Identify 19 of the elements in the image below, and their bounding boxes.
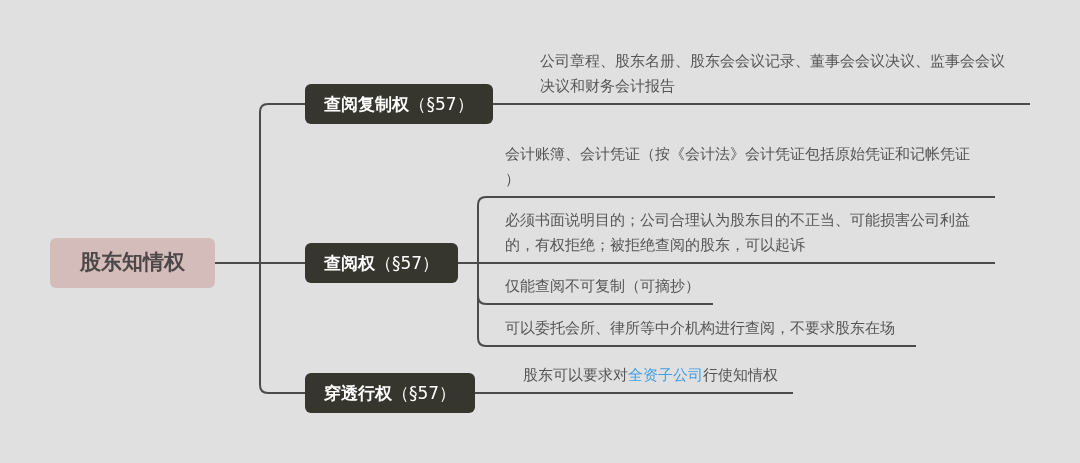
branch-topic-box bbox=[305, 373, 475, 413]
topic-label: 股东知情权 bbox=[80, 250, 185, 276]
branch-topic-box bbox=[305, 84, 493, 124]
topic-text: 必须书面说明目的；公司合理认为股东目的不正当、可能损害公司利益的，有权拒绝；被拒绝查阅的股东，可以起诉 bbox=[505, 210, 971, 256]
topic-label: 查阅复制权（§57） bbox=[324, 93, 474, 115]
topic-label: 穿透行权（§57） bbox=[323, 382, 457, 404]
connector-line bbox=[457, 262, 491, 347]
connector-line bbox=[214, 262, 306, 394]
topic-text: 仅能查阅不可复制（可摘抄） bbox=[505, 276, 701, 297]
root-topic-box bbox=[50, 238, 215, 288]
connector-line bbox=[474, 392, 509, 394]
topic-text: 股东可以要求对全资子公司行使知情权 bbox=[523, 365, 779, 386]
topic-label: 查阅权（§57） bbox=[323, 252, 440, 274]
text-link: 全资子公司 bbox=[628, 366, 703, 384]
topic-text: 会计账簿、会计凭证（按《会计法》会计凭证包括原始凭证和记帐凭证） bbox=[505, 144, 971, 190]
connector-line bbox=[492, 103, 526, 105]
topic-text: 公司章程、股东名册、股东会会议记录、董事会会议决议、监事会会议决议和财务会计报告 bbox=[540, 51, 1006, 97]
branch-topic-box bbox=[305, 243, 458, 283]
topic-text: 可以委托会所、律所等中介机构进行查阅，不要求股东在场 bbox=[505, 318, 896, 339]
